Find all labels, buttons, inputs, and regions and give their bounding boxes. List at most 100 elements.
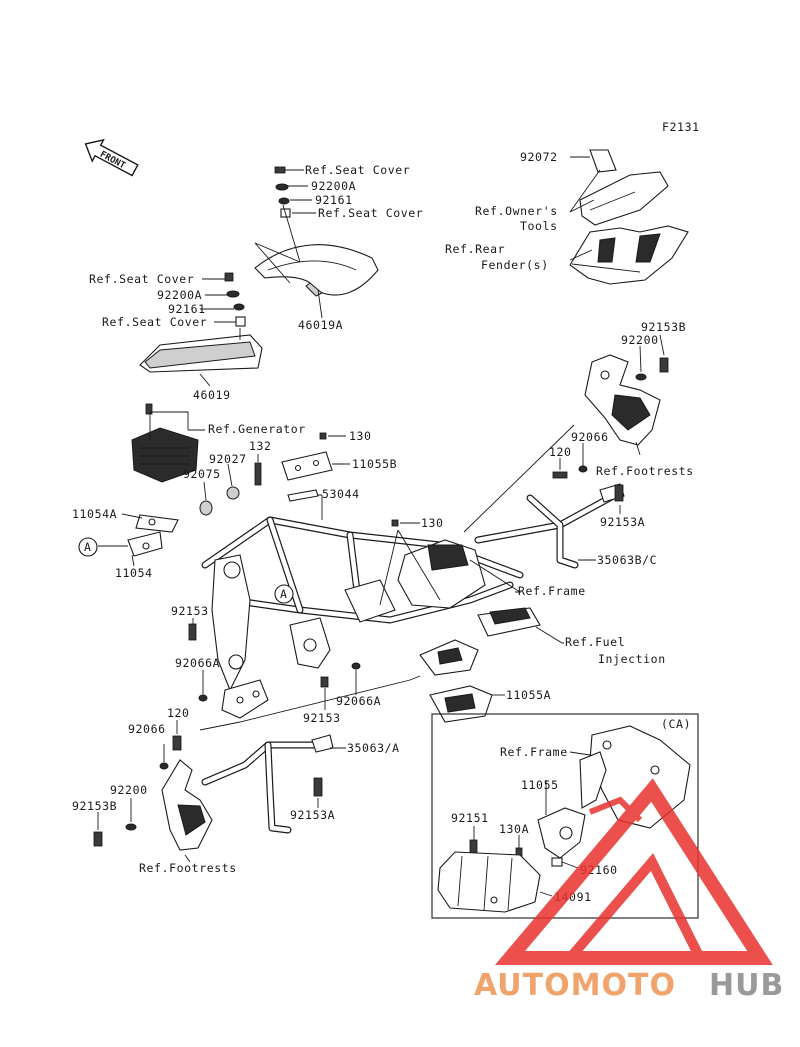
canister-14091 (437, 851, 541, 913)
label-92161: 92161 (315, 193, 353, 207)
bolt-130-upper (319, 432, 327, 440)
bracket-11054a (135, 514, 179, 533)
label-ref-fuel-injection-2: Injection (598, 652, 666, 666)
bolt-132 (254, 462, 262, 486)
washer-92200 (125, 823, 137, 831)
rear-fender-part (569, 225, 689, 285)
watermark-text-hub: HUB (709, 968, 784, 1003)
label-ref-seat-cover: Ref.Seat Cover (318, 206, 423, 220)
label-92161: 92161 (168, 302, 206, 316)
label-92153: 92153 (303, 711, 341, 725)
label-92153a: 92153A (600, 515, 645, 529)
label-92066: 92066 (128, 722, 166, 736)
bolt-92153a-lower (313, 777, 323, 797)
bolt-130-frame (391, 519, 399, 527)
bush-92075 (199, 500, 213, 516)
label-92200: 92200 (621, 333, 659, 347)
ca-label: (CA) (661, 717, 691, 731)
label-35063a: 35063/A (347, 741, 400, 755)
label-ref-generator: Ref.Generator (208, 422, 306, 436)
main-frame (201, 516, 524, 719)
marker-a-left (78, 537, 98, 557)
label-92066a: 92066A (175, 656, 220, 670)
front-arrow-icon: FRONT (84, 138, 139, 177)
seat-cover-bolts-lower (224, 272, 246, 327)
ca-inset: (CA) Ref.Frame 11055 92151 130A 92160 14… (431, 713, 699, 919)
marker-a-frame-label: A (280, 587, 288, 601)
label-92066: 92066 (571, 430, 609, 444)
pillion-bar-35063bc (474, 483, 625, 569)
label-ref-seat-cover: Ref.Seat Cover (102, 315, 207, 329)
label-92072: 92072 (520, 150, 558, 164)
label-ref-owners-tools-2: Tools (520, 219, 558, 233)
rubber-53044 (287, 489, 319, 502)
label-11055a: 11055A (506, 688, 551, 702)
label-92153b: 92153B (641, 320, 686, 334)
label-11055: 11055 (521, 778, 559, 792)
seat-cover-46019 (139, 334, 263, 373)
bolt-92153-center (320, 676, 329, 688)
bracket-11054 (127, 531, 163, 557)
ca-bolt-92151 (469, 839, 478, 855)
label-ref-footrests: Ref.Footrests (139, 861, 237, 875)
owners-tools-pouch (579, 171, 669, 226)
label-46019: 46019 (193, 388, 231, 402)
label-35063bc: 35063B/C (597, 553, 657, 567)
seat-cover-bolts-upper (274, 166, 291, 218)
washer-92066a (198, 694, 208, 702)
collar-92027 (226, 486, 240, 500)
label-46019a: 46019A (298, 318, 343, 332)
label-120: 120 (549, 445, 572, 459)
label-92027: 92027 (209, 452, 247, 466)
label-11055b: 11055B (352, 457, 397, 471)
marker-a: A (84, 540, 92, 554)
label-11054: 11054 (115, 566, 153, 580)
watermark-logo (494, 778, 773, 965)
label-ref-rear-fender: Ref.Rear (445, 242, 505, 256)
label-130: 130 (421, 516, 444, 530)
label-130a: 130A (499, 822, 529, 836)
label-ref-seat-cover: Ref.Seat Cover (305, 163, 410, 177)
grab-rail-46019a (254, 244, 379, 297)
footrest-bracket-right (584, 354, 661, 446)
pillion-bar-35063a (201, 734, 334, 834)
label-ref-owners-tools: Ref.Owner's (475, 204, 558, 218)
guard-11055a (429, 685, 493, 723)
label-92153: 92153 (171, 604, 209, 618)
watermark-text-automoto: AUTOMOTO (474, 968, 676, 1003)
ca-collar-92160 (551, 857, 563, 867)
bolt-92153b-lower (93, 831, 103, 847)
label-ref-frame: Ref.Frame (518, 584, 586, 598)
footrest-bracket-left (161, 759, 213, 851)
label-ref-rear-fender-2: Fender(s) (481, 258, 549, 272)
label-92200: 92200 (110, 783, 148, 797)
bolt-92153a (614, 484, 624, 502)
figure-id: F2131 (662, 120, 700, 134)
strap-92072 (589, 149, 617, 173)
label-92066a: 92066A (336, 694, 381, 708)
marker-a-frame (274, 584, 294, 604)
label-92153b: 92153B (72, 799, 117, 813)
label-120: 120 (167, 706, 190, 720)
label-92200a: 92200A (311, 179, 356, 193)
label-ref-frame: Ref.Frame (500, 745, 568, 759)
guard-upper (419, 639, 479, 676)
bracket-11055b (281, 451, 333, 481)
label-ref-seat-cover: Ref.Seat Cover (89, 272, 194, 286)
label-92200a: 92200A (157, 288, 202, 302)
bolt-120-lower (172, 735, 182, 751)
label-92151: 92151 (451, 811, 489, 825)
label-ref-footrests: Ref.Footrests (596, 464, 694, 478)
bolt-92153-left (188, 623, 197, 641)
bolt-120 (552, 471, 568, 479)
regulator-generator (131, 403, 199, 483)
fuel-injection-module (477, 607, 541, 637)
label-92075: 92075 (183, 467, 221, 481)
label-132: 132 (249, 439, 272, 453)
label-130: 130 (349, 429, 372, 443)
label-ref-fuel-injection: Ref.Fuel (565, 635, 625, 649)
ca-bracket-11055 (537, 807, 586, 859)
label-53044: 53044 (322, 487, 360, 501)
label-92153a: 92153A (290, 808, 335, 822)
